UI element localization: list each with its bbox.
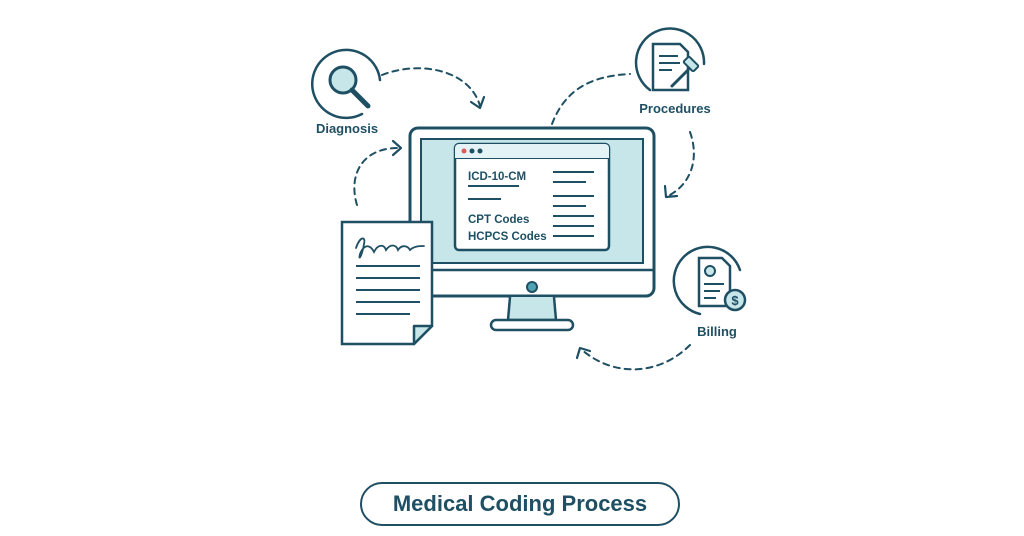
code-cpt: CPT Codes: [468, 214, 529, 226]
diagram-title: Medical Coding Process: [392, 491, 648, 516]
monitor-power-button: [526, 281, 538, 293]
code-list-lines: [553, 171, 594, 237]
arrow-procedures-to-monitor: [667, 131, 695, 197]
window-maximize-dot: [477, 148, 483, 154]
code-icd10: ICD-10-CM: [468, 171, 526, 183]
arrow-monitor-to-procedures: [551, 73, 631, 125]
arrowhead-billing: [575, 346, 592, 360]
arrowhead-diagnosis: [469, 95, 486, 110]
code-hcpcs: HCPCS Codes: [468, 231, 547, 243]
arrowhead-document: [391, 139, 403, 157]
arrowhead-procedures: [663, 184, 679, 199]
label-procedures: Procedures: [639, 101, 711, 116]
title-badge: Medical Coding Process: [360, 482, 680, 526]
arrow-billing-to-monitor: [581, 344, 691, 371]
window-close-dot: [461, 148, 467, 154]
svg-text:$: $: [731, 293, 739, 308]
signed-document-icon: [340, 220, 434, 346]
monitor-base: [489, 318, 575, 332]
node-diagnosis: Diagnosis: [311, 48, 382, 136]
invoice-dollar-icon: $: [697, 256, 747, 312]
window-minimize-dot: [469, 148, 475, 154]
label-billing: Billing: [697, 324, 737, 339]
signature: [355, 237, 425, 259]
app-window: ICD-10-CM CPT Codes HCPCS Codes: [453, 142, 611, 252]
node-billing: $ Billing: [672, 245, 747, 339]
monitor-stand: [506, 296, 558, 322]
magnifying-glass-icon: [328, 65, 371, 109]
label-diagnosis: Diagnosis: [316, 121, 378, 136]
arrow-diagnosis-to-monitor: [381, 67, 481, 107]
arrow-document-to-monitor: [353, 147, 399, 206]
document-hammer-icon: [651, 42, 700, 92]
node-procedures: Procedures: [634, 27, 711, 116]
